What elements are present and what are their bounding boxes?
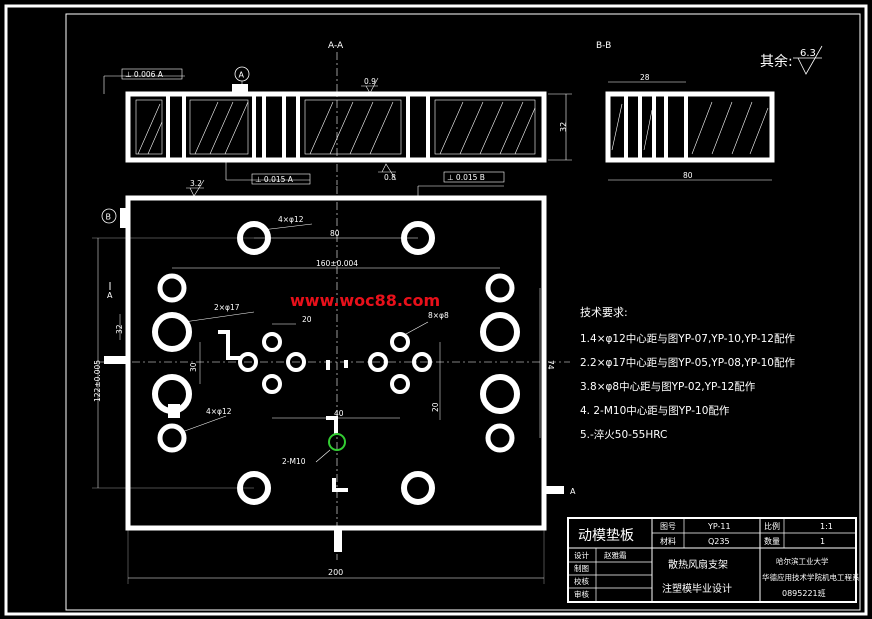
inner-frame (65, 13, 861, 611)
plan-view (100, 186, 570, 560)
design-label: 设计 (574, 550, 589, 560)
project-line1: 散热风扇支架 (668, 558, 728, 571)
aa-pin (232, 84, 248, 94)
section-bb-label: B-B (596, 41, 611, 51)
aa-holes (166, 96, 430, 158)
dim-8x8: 8×φ8 (428, 311, 449, 320)
perp-frame-a (251, 173, 311, 185)
tech-requirements: 技术要求: 1.4×φ12中心距与图YP-07,YP-10,YP-12配作 2.… (580, 306, 795, 441)
dim-74: 74 (546, 360, 555, 370)
dim-20-top: 20 (302, 315, 312, 324)
aa-outline (125, 91, 547, 163)
school-line1: 哈尔滨工业大学 (776, 556, 829, 566)
dim-160: 160±0.004 (316, 259, 358, 268)
right-holes (480, 273, 520, 453)
scale-value: 1:1 (820, 522, 833, 531)
dim-4x12-top: 4×φ12 (278, 215, 304, 224)
watermark: www.woc88.com (290, 291, 440, 310)
dim-32-left: 32 (115, 324, 124, 334)
project-line2: 注塑模毕业设计 (662, 582, 732, 595)
tech-req-item: 1.4×φ12中心距与图YP-07,YP-10,YP-12配作 (580, 332, 795, 345)
dim-40: 40 (334, 409, 344, 418)
tech-req-item: 5.-淬火50-55HRC (580, 428, 667, 441)
roughness-value: 6.3 (800, 48, 816, 59)
roughness-bottom: 0.8 (384, 173, 396, 182)
scale-label: 比例 (764, 521, 780, 531)
perp-callout-b: ⊥ 0.015 B (447, 173, 485, 182)
bottom-pin (334, 528, 342, 552)
dim-122: 122±0.005 (93, 360, 102, 402)
school-line2: 华德应用技术学院机电工程系 (762, 572, 860, 582)
drawing-no: YP-11 (707, 522, 731, 531)
bb-dim-bottom: 80 (683, 171, 693, 180)
drawing-label: 制图 (574, 563, 589, 573)
aa-hatching (135, 99, 536, 155)
datum-b-label: B (106, 213, 112, 222)
left-holes (152, 273, 192, 453)
section-a-left: A (107, 291, 113, 300)
plan-roughness: 3.2 (190, 179, 202, 188)
section-a-right: A (570, 487, 576, 496)
flatness-frame (121, 68, 183, 80)
bb-dim-top: 28 (640, 73, 650, 82)
outer-frame (4, 4, 868, 616)
dim-4x12-bottom: 4×φ12 (206, 407, 232, 416)
datum-b-circle (101, 208, 117, 224)
designer-name: 赵雅霜 (604, 550, 627, 560)
roughness-top: 0.9 (364, 77, 376, 86)
material-label: 材料 (660, 536, 676, 546)
datum-a-label: A (239, 71, 245, 80)
part-name: 动模垫板 (578, 528, 634, 544)
dim-20-right: 20 (431, 402, 440, 412)
dim-200: 200 (328, 568, 343, 577)
quantity-value: 1 (820, 537, 825, 546)
tech-req-item: 2.2×φ17中心距与图YP-05,YP-08,YP-10配作 (580, 356, 795, 369)
left-pin-top (120, 208, 128, 228)
drawing-no-label: 图号 (660, 522, 676, 531)
section-aa-label: A-A (328, 41, 344, 51)
right-pin (544, 486, 564, 494)
ejector-holes (238, 332, 432, 394)
bb-section-body (605, 91, 775, 163)
thickness-dim: 32 (559, 122, 568, 132)
material-value: Q235 (708, 537, 730, 546)
flatness-callout: ⊥ 0.006 A (125, 70, 164, 79)
m10-hole (328, 433, 346, 451)
left-pin-mid (104, 356, 128, 364)
aa-section-body (125, 84, 547, 163)
roughness-note: 其余: (760, 53, 793, 70)
tech-req-item: 4. 2-M10中心距与图YP-10配作 (580, 404, 730, 417)
tech-req-title: 技术要求: (580, 306, 628, 319)
cooling-channels (218, 330, 348, 492)
dim-80: 80 (330, 229, 340, 238)
dim-2m10: 2-M10 (282, 457, 306, 466)
student-id: 0895221班 (782, 588, 826, 598)
title-block (567, 517, 857, 603)
dim-2x17: 2×φ17 (214, 303, 240, 312)
quantity-label: 数量 (764, 536, 780, 546)
audit-label: 审核 (574, 589, 589, 599)
dim-30: 30 (189, 362, 198, 372)
perp-callout-a: ⊥ 0.015 A (255, 175, 294, 184)
tech-req-item: 3.8×φ8中心距与图YP-02,YP-12配作 (580, 380, 756, 393)
check-label: 校核 (574, 576, 589, 586)
